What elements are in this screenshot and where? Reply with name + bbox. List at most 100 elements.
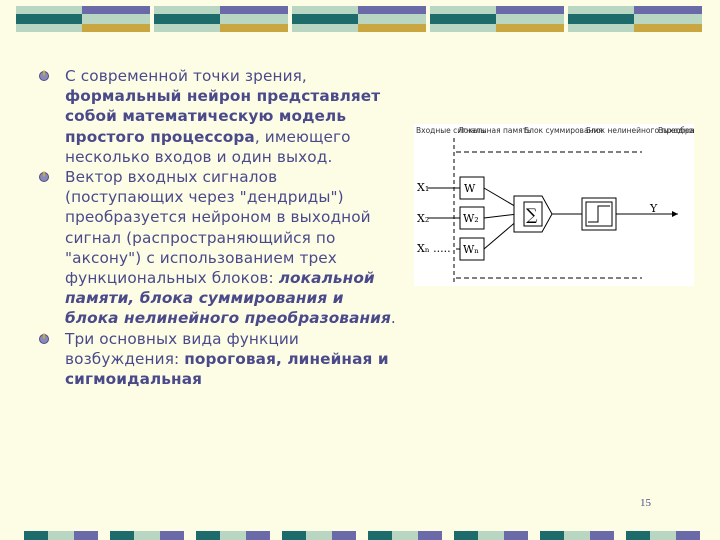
stripe-segment bbox=[48, 531, 74, 540]
weight-box-1 bbox=[459, 176, 485, 200]
stripe-segment bbox=[478, 531, 504, 540]
page-number: 15 bbox=[640, 497, 651, 509]
stripe-segment bbox=[196, 531, 220, 540]
stripe-segment bbox=[430, 6, 496, 14]
stripe-segment bbox=[650, 531, 676, 540]
bullet-icon bbox=[38, 333, 50, 345]
weight-w2: W₂ bbox=[463, 212, 479, 225]
bullet-text-segment: Вектор входных сигналов (поступающих чер… bbox=[65, 168, 371, 288]
stripe-segment bbox=[392, 531, 418, 540]
stripe-segment bbox=[154, 24, 220, 32]
weight-line-2 bbox=[483, 213, 519, 219]
weight-wn: Wₙ bbox=[463, 243, 479, 256]
bullet-text-segment: Три основных вида функции возбуждения: bbox=[65, 329, 299, 368]
footer-stripe-block bbox=[24, 531, 98, 540]
stripe-segment bbox=[292, 24, 358, 32]
weight-line-1 bbox=[483, 187, 519, 209]
bullet-list: С современной точки зрения, формальный н… bbox=[38, 66, 398, 389]
footer-stripe-block bbox=[454, 531, 528, 540]
stripe-segment bbox=[82, 6, 150, 14]
bullet-icon bbox=[38, 171, 50, 183]
input-x2: X₂ bbox=[417, 212, 429, 225]
stripe-segment bbox=[358, 14, 426, 24]
stripe-segment bbox=[358, 24, 426, 32]
stripe-segment bbox=[82, 24, 150, 32]
header-inputs: Входные сигналы bbox=[416, 126, 486, 135]
bullet-text-segment: формальный нейрон представляет собой мат… bbox=[65, 87, 381, 146]
header-output: Выходной сигнал bbox=[658, 126, 694, 135]
footer-stripe-block bbox=[368, 531, 442, 540]
bullet-item: С современной точки зрения, формальный н… bbox=[38, 66, 398, 167]
bullet-text-segment: . bbox=[390, 309, 396, 328]
stripe-segment bbox=[220, 531, 246, 540]
stripe-segment bbox=[504, 531, 528, 540]
stripe-segment bbox=[306, 531, 332, 540]
bullet-text-segment: , имеющего несколько входов и один выход… bbox=[65, 127, 351, 166]
bullet-item: Три основных вида функции возбуждения: п… bbox=[38, 329, 398, 390]
weight-w1: W bbox=[464, 182, 476, 195]
stripe-segment bbox=[568, 24, 634, 32]
stripe-segment bbox=[634, 6, 702, 14]
stripe-segment bbox=[160, 531, 184, 540]
bullet-icon bbox=[38, 70, 50, 82]
stripe-segment bbox=[110, 531, 134, 540]
stripe-segment bbox=[590, 531, 614, 540]
stripe-segment bbox=[634, 14, 702, 24]
stripe-segment bbox=[496, 14, 564, 24]
stripe-segment bbox=[16, 14, 82, 24]
stripe-segment bbox=[496, 24, 564, 32]
stripe-segment bbox=[292, 14, 358, 24]
stripe-segment bbox=[82, 14, 150, 24]
stripe-segment bbox=[220, 6, 288, 14]
output-arrow-icon bbox=[672, 211, 678, 217]
stripe-segment bbox=[676, 531, 700, 540]
stripe-segment bbox=[74, 531, 98, 540]
input-x1: X₁ bbox=[417, 181, 429, 194]
stripe-segment bbox=[16, 6, 82, 14]
stripe-segment bbox=[292, 6, 358, 14]
output-y: Y bbox=[649, 202, 658, 215]
bullet-text-segment: С современной точки зрения, bbox=[65, 67, 307, 85]
header-stripe-block bbox=[568, 6, 702, 32]
header-stripe-block bbox=[154, 6, 288, 32]
stripe-segment bbox=[626, 531, 650, 540]
stripe-segment bbox=[246, 531, 270, 540]
stripe-segment bbox=[540, 531, 564, 540]
sum-symbol: ∑ bbox=[526, 205, 538, 224]
bullet-text-segment: локальной памяти, блока суммирования и б… bbox=[65, 269, 391, 328]
header-nonlinear: Блок нелинейного преобразования bbox=[586, 126, 694, 135]
stripe-segment bbox=[564, 531, 590, 540]
header-stripe-block bbox=[292, 6, 426, 32]
weight-line-n bbox=[483, 219, 519, 250]
neuron-diagram: Входные сигналы Локальная память Блок су… bbox=[414, 124, 694, 286]
bullet-item: Вектор входных сигналов (поступающих чер… bbox=[38, 167, 398, 329]
stripe-segment bbox=[496, 6, 564, 14]
footer-stripe-block bbox=[540, 531, 614, 540]
header-stripe-block bbox=[16, 6, 150, 32]
stripe-segment bbox=[134, 531, 160, 540]
footer-stripe-block bbox=[110, 531, 184, 540]
header-memory: Локальная память bbox=[458, 126, 531, 135]
input-xn: Xₙ ..... bbox=[417, 242, 451, 255]
bullet-text-segment: пороговая, линейная и сигмоидальная bbox=[65, 349, 389, 389]
footer-decoration bbox=[0, 531, 720, 540]
header-sum: Блок суммирования bbox=[524, 126, 603, 135]
stripe-segment bbox=[358, 6, 426, 14]
stripe-segment bbox=[454, 531, 478, 540]
stripe-segment bbox=[220, 14, 288, 24]
stripe-segment bbox=[430, 14, 496, 24]
footer-stripe-block bbox=[626, 531, 700, 540]
stripe-segment bbox=[332, 531, 356, 540]
stripe-segment bbox=[568, 6, 634, 14]
stripe-segment bbox=[220, 24, 288, 32]
stripe-segment bbox=[568, 14, 634, 24]
stripe-segment bbox=[16, 24, 82, 32]
stripe-segment bbox=[154, 6, 220, 14]
sum-inner bbox=[523, 201, 543, 227]
footer-stripe-block bbox=[196, 531, 270, 540]
stripe-segment bbox=[418, 531, 442, 540]
stripe-segment bbox=[368, 531, 392, 540]
header-stripe-block bbox=[430, 6, 564, 32]
stripe-segment bbox=[154, 14, 220, 24]
stripe-segment bbox=[430, 24, 496, 32]
